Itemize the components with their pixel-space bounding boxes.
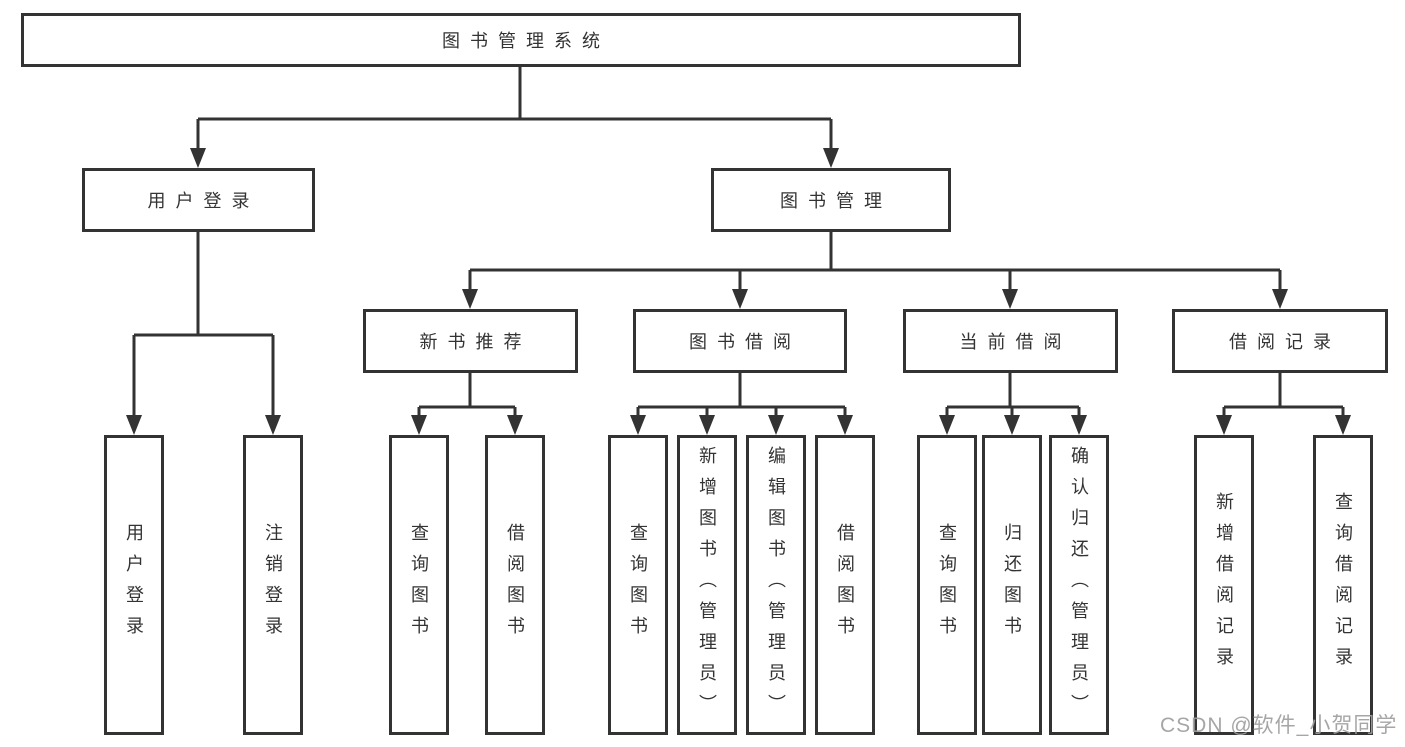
node-label: 归还图书 — [1002, 523, 1022, 647]
node-label: 当前借阅 — [959, 332, 1072, 352]
node-label: 图书管理 — [780, 191, 892, 211]
leaf-confirm-return-admin: 确认归还（管理员） — [1049, 435, 1109, 735]
leaf-user-login: 用户登录 — [104, 435, 164, 735]
node-label: 查询图书 — [409, 523, 429, 647]
csdn-watermark: CSDN @软件_小贺同学 — [1160, 714, 1398, 737]
node-label: 编辑图书（管理员） — [766, 445, 786, 725]
leaf-edit-book-admin: 编辑图书（管理员） — [746, 435, 806, 735]
leaf-query-books-1: 查询图书 — [389, 435, 449, 735]
node-label: 图书借阅 — [689, 332, 801, 352]
node-label: 查询图书 — [628, 523, 648, 647]
leaf-add-book-admin: 新增图书（管理员） — [677, 435, 737, 735]
node-label: 查询图书 — [937, 523, 957, 647]
node-book-borrow: 图书借阅 — [633, 309, 847, 373]
node-new-book-recommend: 新书推荐 — [363, 309, 578, 373]
node-book-management-branch: 图书管理 — [711, 168, 951, 232]
leaf-query-books-2: 查询图书 — [608, 435, 668, 735]
node-label: 新增借阅记录 — [1214, 492, 1234, 678]
node-label: 确认归还（管理员） — [1069, 445, 1089, 725]
leaf-query-borrow-record: 查询借阅记录 — [1313, 435, 1373, 735]
node-borrow-record: 借阅记录 — [1172, 309, 1388, 373]
node-label: 用户登录 — [124, 523, 144, 647]
node-label: 新增图书（管理员） — [697, 445, 717, 725]
leaf-add-borrow-record: 新增借阅记录 — [1194, 435, 1254, 735]
node-label: 借阅图书 — [505, 523, 525, 647]
leaf-borrow-books-2: 借阅图书 — [815, 435, 875, 735]
node-label: 用户登录 — [147, 191, 260, 211]
leaf-return-book: 归还图书 — [982, 435, 1042, 735]
node-label: 借阅记录 — [1229, 332, 1341, 352]
node-root: 图书管理系统 — [21, 13, 1021, 67]
leaf-query-books-3: 查询图书 — [917, 435, 977, 735]
node-user-login-branch: 用户登录 — [82, 168, 315, 232]
node-label: 图书管理系统 — [442, 31, 610, 51]
leaf-borrow-books-1: 借阅图书 — [485, 435, 545, 735]
node-current-borrow: 当前借阅 — [903, 309, 1118, 373]
node-label: 查询借阅记录 — [1333, 492, 1353, 678]
node-label: 新书推荐 — [419, 332, 532, 352]
leaf-logout: 注销登录 — [243, 435, 303, 735]
node-label: 借阅图书 — [835, 523, 855, 647]
node-label: 注销登录 — [263, 523, 283, 647]
